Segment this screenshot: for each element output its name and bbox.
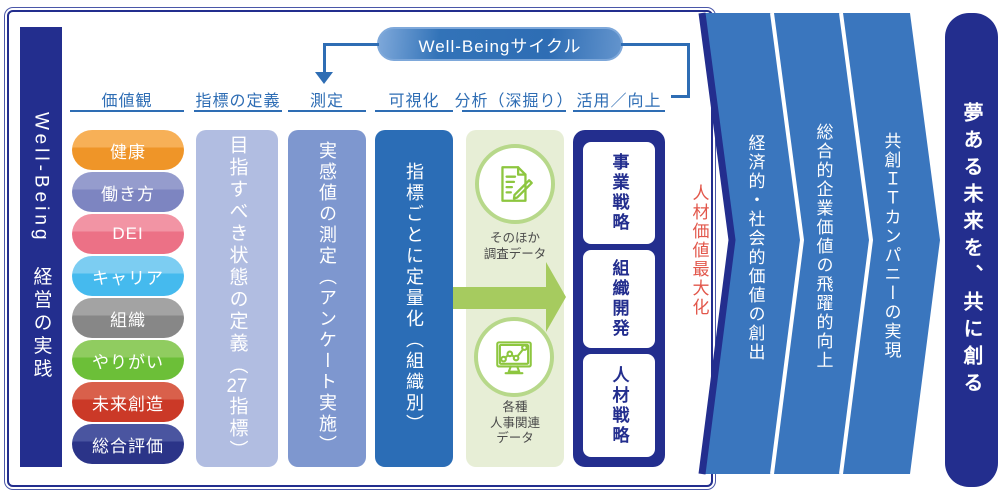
wellbeing-cycle-pill: Well-Beingサイクル: [377, 27, 623, 61]
chevron-label-corporate: 総合的企業価値の飛躍的向上: [810, 112, 836, 380]
pill-label: 組織: [110, 310, 146, 330]
cycle-line-left-horizontal: [323, 43, 379, 46]
measure-text: 実感値の測定（アンケート実施）: [317, 141, 337, 456]
visualize-box: 指標ごとに定量化（組織別）: [375, 130, 453, 467]
chevron-text: 経済的・社会的価値の創出: [745, 134, 765, 362]
value-pill-overall: 総合評価: [72, 424, 184, 464]
pill-label: DEI: [112, 224, 144, 243]
pill-label: 健康: [110, 142, 146, 162]
chevron-text: 総合的企業価値の飛躍的向上: [813, 122, 833, 370]
chart-monitor-icon: [474, 317, 554, 397]
value-pill-future: 未来創造: [72, 382, 184, 422]
strategy-box-organization: 組織開発: [583, 250, 655, 348]
header-analyze: 分析（深掘り）: [455, 87, 573, 112]
cycle-line-left-vertical: [323, 43, 326, 73]
strategy-box-business: 事業戦略: [583, 142, 655, 244]
flow-arrow-icon: [453, 262, 566, 332]
measure-box: 実感値の測定（アンケート実施）: [288, 130, 366, 467]
left-title-bar: Well-Being 経営の実践: [20, 27, 62, 467]
strategy-text: 組織開発: [609, 259, 629, 339]
cycle-arrow-down-icon: [315, 72, 333, 84]
chevron-label-economic: 経済的・社会的価値の創出: [742, 128, 768, 368]
pill-label: 未来創造: [92, 394, 164, 414]
vision-bar: 夢ある未来を、共に創る: [945, 13, 998, 487]
strategy-box-talent: 人材戦略: [583, 354, 655, 457]
value-pill-health: 健康: [72, 130, 184, 170]
outcome-text: 人材価値最大化: [689, 183, 709, 317]
cycle-label: Well-Beingサイクル: [418, 36, 582, 56]
value-pill-career: キャリア: [72, 256, 184, 296]
header-measure: 測定: [288, 87, 366, 112]
outcome-label: 人材価値最大化: [686, 180, 712, 320]
chevron-label-cocreation: 共創ＩＴカンパニーの実現: [878, 122, 904, 370]
survey-note-icon: [475, 144, 555, 224]
left-title-text: Well-Being 経営の実践: [30, 112, 52, 382]
chevron-text: 共創ＩＴカンパニーの実現: [881, 132, 901, 360]
value-pill-organization: 組織: [72, 298, 184, 338]
header-utilize: 活用／向上: [573, 87, 665, 112]
value-pill-dei: DEI: [72, 214, 184, 254]
analysis-bottom-label: 各種 人事関連 データ: [489, 400, 540, 446]
header-definition: 指標の定義: [194, 87, 282, 112]
diagram-frame: [7, 10, 713, 487]
strategy-text: 事業戦略: [609, 153, 629, 233]
cycle-line-right-vertical: [687, 43, 690, 98]
header-values: 価値観: [70, 87, 184, 112]
cycle-line-right-horizontal: [621, 43, 690, 46]
header-visualize: 可視化: [375, 87, 453, 112]
pill-label: 総合評価: [92, 436, 164, 456]
pill-label: やりがい: [92, 352, 164, 372]
definition-text: 目指すべき状態の定義（27指標）: [224, 135, 251, 462]
definition-text-pre: 目指すべき状態の定義（: [226, 135, 248, 377]
pill-label: 働き方: [101, 184, 155, 204]
value-pill-motivation: やりがい: [72, 340, 184, 380]
definition-text-post: 指標）: [226, 396, 248, 462]
visualize-text: 指標ごとに定量化（組織別）: [404, 162, 424, 435]
chevron-bands: [698, 12, 940, 475]
value-pill-workstyle: 働き方: [72, 172, 184, 212]
vision-text: 夢ある未来を、共に創る: [960, 101, 982, 399]
pill-label: キャリア: [92, 268, 164, 288]
definition-box: 目指すべき状態の定義（27指標）: [196, 130, 278, 467]
cycle-line-right-foot: [671, 95, 690, 98]
analysis-top-label: そのほか 調査データ: [483, 231, 547, 261]
definition-text-number: 27: [226, 377, 248, 396]
strategy-text: 人材戦略: [609, 365, 629, 446]
